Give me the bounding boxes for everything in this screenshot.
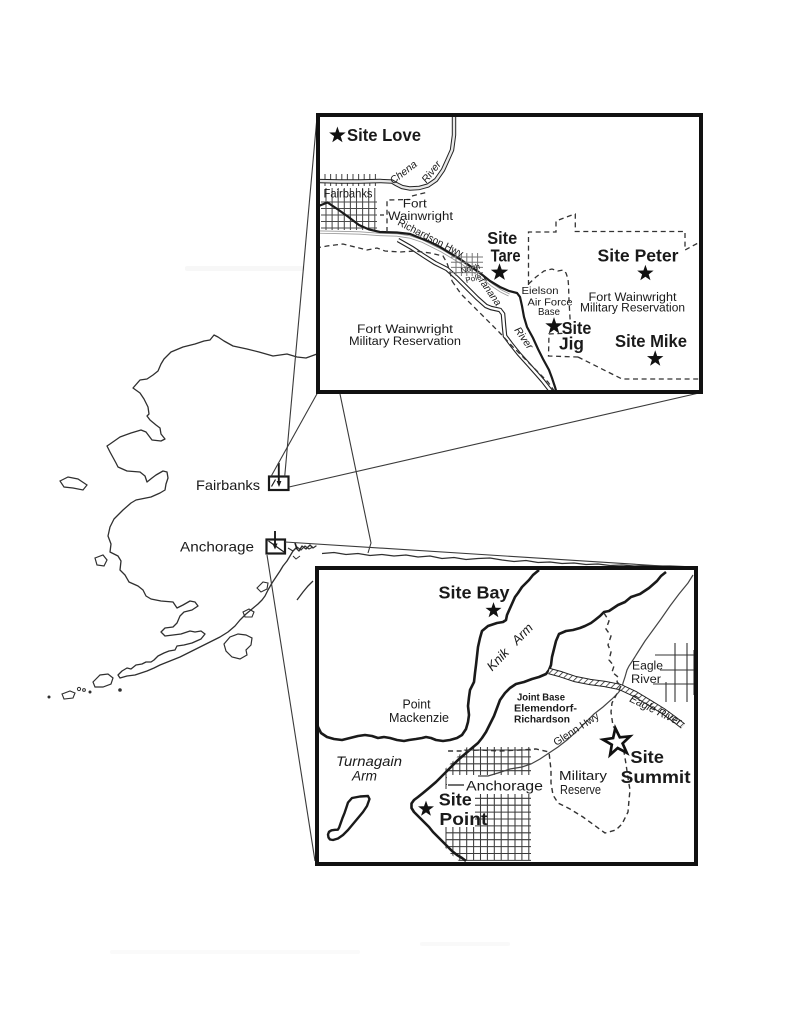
svg-text:Fort: Fort: [403, 199, 428, 211]
svg-text:Reserve: Reserve: [560, 783, 601, 797]
svg-text:Pole: Pole: [465, 272, 483, 285]
svg-text:Fort Wainwright: Fort Wainwright: [589, 292, 678, 304]
svg-text:Site: Site: [487, 228, 517, 248]
svg-text:Mackenzie: Mackenzie: [389, 711, 449, 725]
svg-text:Eielson: Eielson: [522, 285, 559, 297]
svg-text:Military Reservation: Military Reservation: [580, 303, 685, 315]
svg-text:Wainwright: Wainwright: [388, 211, 454, 223]
svg-text:Eagle: Eagle: [632, 661, 663, 673]
svg-text:Point: Point: [403, 698, 432, 712]
svg-text:Fort Wainwright: Fort Wainwright: [357, 324, 454, 336]
svg-text:Point: Point: [439, 809, 487, 829]
svg-text:Military Reservation: Military Reservation: [349, 336, 461, 348]
svg-text:Elemendorf-: Elemendorf-: [514, 704, 577, 715]
svg-text:Site Love: Site Love: [347, 125, 421, 145]
svg-text:Base: Base: [538, 306, 560, 318]
svg-text:Fairbanks: Fairbanks: [324, 187, 373, 201]
svg-text:Site: Site: [630, 747, 664, 767]
svg-text:Tare: Tare: [491, 246, 521, 266]
svg-text:Military: Military: [559, 769, 608, 783]
svg-text:Site: Site: [439, 790, 472, 810]
svg-text:Anchorage: Anchorage: [466, 778, 543, 794]
svg-text:Site Mike: Site Mike: [615, 331, 687, 351]
svg-text:Fairbanks: Fairbanks: [196, 477, 260, 493]
svg-text:Arm: Arm: [351, 769, 377, 784]
svg-text:Site Peter: Site Peter: [598, 246, 679, 266]
svg-text:Site Bay: Site Bay: [439, 583, 510, 603]
svg-text:Site: Site: [562, 318, 592, 338]
svg-text:Jig: Jig: [559, 334, 584, 354]
svg-text:Air Force: Air Force: [528, 297, 573, 309]
svg-text:Summit: Summit: [621, 767, 691, 787]
svg-text:River: River: [631, 674, 661, 686]
svg-text:Turnagain: Turnagain: [336, 754, 402, 769]
svg-text:Anchorage: Anchorage: [180, 539, 254, 555]
svg-text:Richardson: Richardson: [514, 715, 570, 726]
svg-text:Joint Base: Joint Base: [517, 693, 565, 704]
